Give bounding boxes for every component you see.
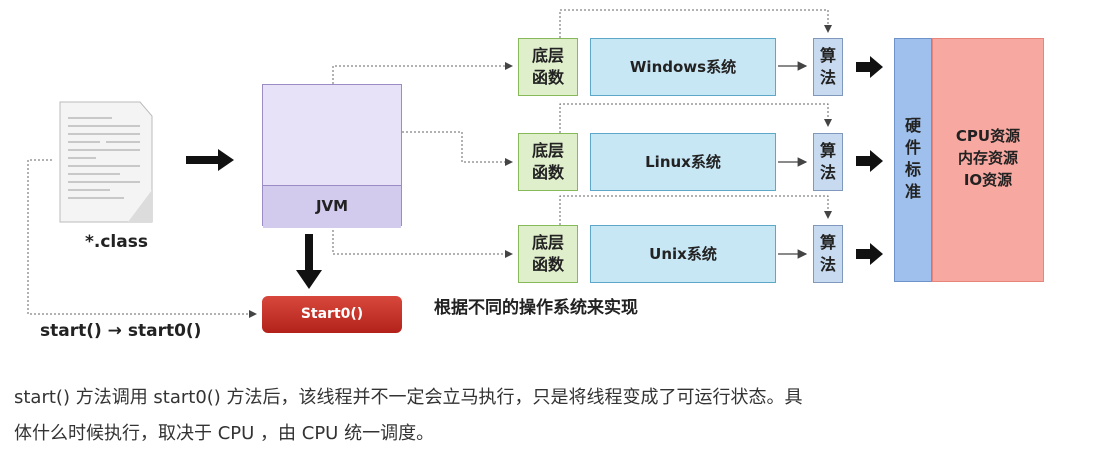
algorithm-box: 算 法	[813, 133, 843, 191]
class-file-icon	[59, 101, 153, 223]
resources-box: CPU资源 内存资源 IO资源	[932, 38, 1044, 282]
algorithm-label: 法	[819, 255, 836, 274]
explanation-paragraph: start() 方法调用 start0() 方法后，该线程并不一定会立马执行，只…	[14, 380, 1084, 452]
os-box-linux: Linux系统	[590, 133, 776, 191]
algorithm-box: 算 法	[813, 38, 843, 96]
os-implementation-note: 根据不同的操作系统来实现	[434, 298, 638, 318]
algorithm-label: 算	[819, 46, 836, 65]
resource-label: CPU资源	[955, 127, 1021, 145]
start-caption: start() → start0()	[40, 321, 202, 341]
hardware-label: 件	[904, 138, 921, 157]
thick-arrow-right	[856, 56, 883, 78]
os-box-unix: Unix系统	[590, 225, 776, 283]
resource-label: IO资源	[963, 171, 1013, 189]
native-function-box: 底层 函数	[518, 38, 578, 96]
native-function-label: 函数	[531, 163, 564, 182]
thick-arrow-right	[856, 243, 883, 265]
hardware-label: 硬	[904, 116, 921, 135]
algorithm-label: 法	[819, 163, 836, 182]
algorithm-box: 算 法	[813, 225, 843, 283]
jvm-box: JVM	[262, 84, 402, 228]
os-box-windows: Windows系统	[590, 38, 776, 96]
thick-arrow-right	[186, 149, 234, 171]
hardware-label: 准	[904, 182, 921, 201]
algorithm-label: 算	[819, 141, 836, 160]
thick-arrow-down	[296, 234, 322, 289]
algorithm-label: 算	[819, 233, 836, 252]
jvm-label: JVM	[263, 185, 401, 228]
native-function-label: 函数	[531, 68, 564, 87]
native-function-label: 底层	[531, 46, 564, 65]
thick-arrow-right	[856, 150, 883, 172]
class-file-label: *.class	[85, 232, 148, 252]
native-function-box: 底层 函数	[518, 225, 578, 283]
paragraph-line: start() 方法调用 start0() 方法后，该线程并不一定会立马执行，只…	[14, 387, 803, 408]
native-function-label: 函数	[531, 255, 564, 274]
native-function-label: 底层	[531, 233, 564, 252]
native-function-label: 底层	[531, 141, 564, 160]
start0-box: Start0()	[262, 296, 402, 333]
algorithm-label: 法	[819, 68, 836, 87]
native-function-box: 底层 函数	[518, 133, 578, 191]
hardware-standard-box: 硬 件 标 准	[894, 38, 932, 282]
paragraph-line: 体什么时候执行，取决于 CPU ，由 CPU 统一调度。	[14, 423, 435, 444]
resource-label: 内存资源	[957, 149, 1018, 167]
hardware-label: 标	[904, 160, 921, 179]
